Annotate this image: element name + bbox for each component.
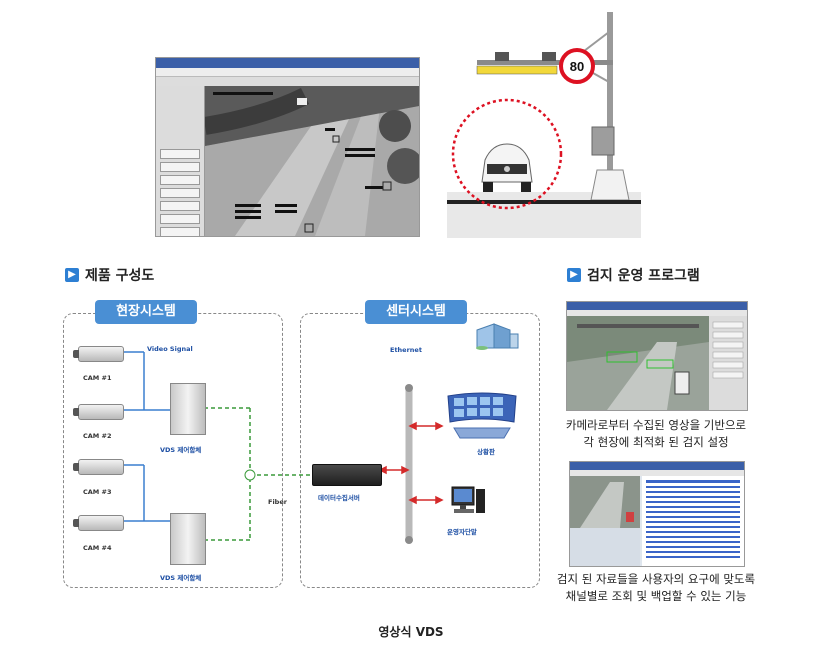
field-system-label: 현장시스템 xyxy=(95,300,197,324)
traffic-video-frame xyxy=(205,86,419,236)
play-icon: ▶ xyxy=(65,268,79,282)
situation-board-icon xyxy=(444,392,520,440)
cam-label: CAM #1 xyxy=(83,374,112,382)
window-menubar xyxy=(156,68,419,77)
cctv-camera-icon xyxy=(73,404,124,420)
vds-cabinet-label: VDS 제어함체 xyxy=(160,574,202,582)
operator-terminal-label: 운영자단말 xyxy=(447,528,477,536)
window-titlebar xyxy=(156,58,419,68)
product-section-title: 제품 구성도 xyxy=(85,268,155,284)
cctv-camera-icon xyxy=(73,515,124,531)
detection-settings-screenshot xyxy=(566,301,748,411)
program-section-title: 검지 운영 프로그램 xyxy=(587,268,700,284)
vds-cabinet-icon xyxy=(170,383,206,435)
vds-cabinet-icon xyxy=(170,513,206,565)
cctv-camera-icon xyxy=(73,459,124,475)
vds-cabinet-label: VDS 제어함체 xyxy=(160,446,202,454)
gantry-illustration: 80 xyxy=(447,12,641,238)
control-sidebar xyxy=(156,86,205,236)
fiber-label: Fiber xyxy=(268,498,287,506)
ethernet-label: Ethernet xyxy=(390,346,422,354)
footer-title: 영상식 VDS xyxy=(378,625,444,639)
speed-limit-text: 80 xyxy=(570,59,584,74)
data-server-label: 데이터수집서버 xyxy=(318,494,360,502)
cam-label: CAM #4 xyxy=(83,544,112,552)
center-system-label: 센터시스템 xyxy=(365,300,467,324)
data-query-screenshot xyxy=(569,461,745,567)
play-icon: ▶ xyxy=(567,268,581,282)
caption-line: 카메라로부터 수집된 영상을 기반으로 xyxy=(565,418,747,432)
data-query-caption: 검지 된 자료들을 사용자의 요구에 맞도록 채널별로 조회 및 백업할 수 있… xyxy=(538,571,774,605)
video-signal-label: Video Signal xyxy=(147,345,193,353)
software-screenshot xyxy=(155,57,420,237)
building-icon xyxy=(472,320,522,350)
operator-terminal-icon xyxy=(448,485,488,521)
situation-board-label: 상황판 xyxy=(477,448,495,456)
data-server-icon xyxy=(312,464,382,486)
cam-label: CAM #2 xyxy=(83,432,112,440)
cctv-camera-icon xyxy=(73,346,124,362)
detection-settings-caption: 카메라로부터 수집된 영상을 기반으로 각 현장에 최적화 된 검지 설정 xyxy=(538,417,774,451)
caption-line: 검지 된 자료들을 사용자의 요구에 맞도록 xyxy=(556,572,756,586)
caption-line: 채널별로 조회 및 백업할 수 있는 기능 xyxy=(565,589,747,603)
caption-line: 각 현장에 최적화 된 검지 설정 xyxy=(583,435,729,449)
cam-label: CAM #3 xyxy=(83,488,112,496)
